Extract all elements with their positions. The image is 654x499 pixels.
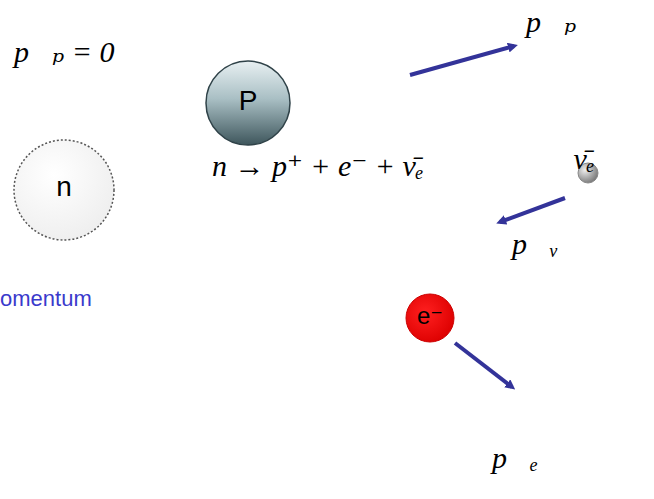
electron-circle: e⁻ [405, 293, 455, 343]
antineutrino-circle: ν̄ₑ [577, 162, 599, 184]
neutrino-momentum-label: p⃗ᵥ [512, 226, 559, 262]
electron-momentum-label: p⃗ₑ [492, 440, 538, 476]
proton-circle: P [205, 60, 291, 146]
cropped-heading: omentum [0, 286, 92, 312]
proton-momentum-label: p⃗ₚ [526, 4, 576, 40]
electron-momentum-arrow [455, 343, 512, 387]
initial-momentum-label: p⃗ₚ = 0 [14, 34, 115, 70]
particle-symbol: e⁻ [405, 303, 455, 329]
particle-symbol: ν̄ₑ [559, 142, 609, 175]
particle-symbol: P [205, 86, 291, 117]
proton-momentum-arrow [410, 46, 514, 75]
particle-symbol: n [13, 172, 115, 203]
decay-equation: n → p⁺ + e⁻ + ν̄ₑ [212, 148, 424, 184]
neutrino-momentum-arrow [500, 198, 565, 222]
neutron-circle: n [13, 139, 115, 241]
